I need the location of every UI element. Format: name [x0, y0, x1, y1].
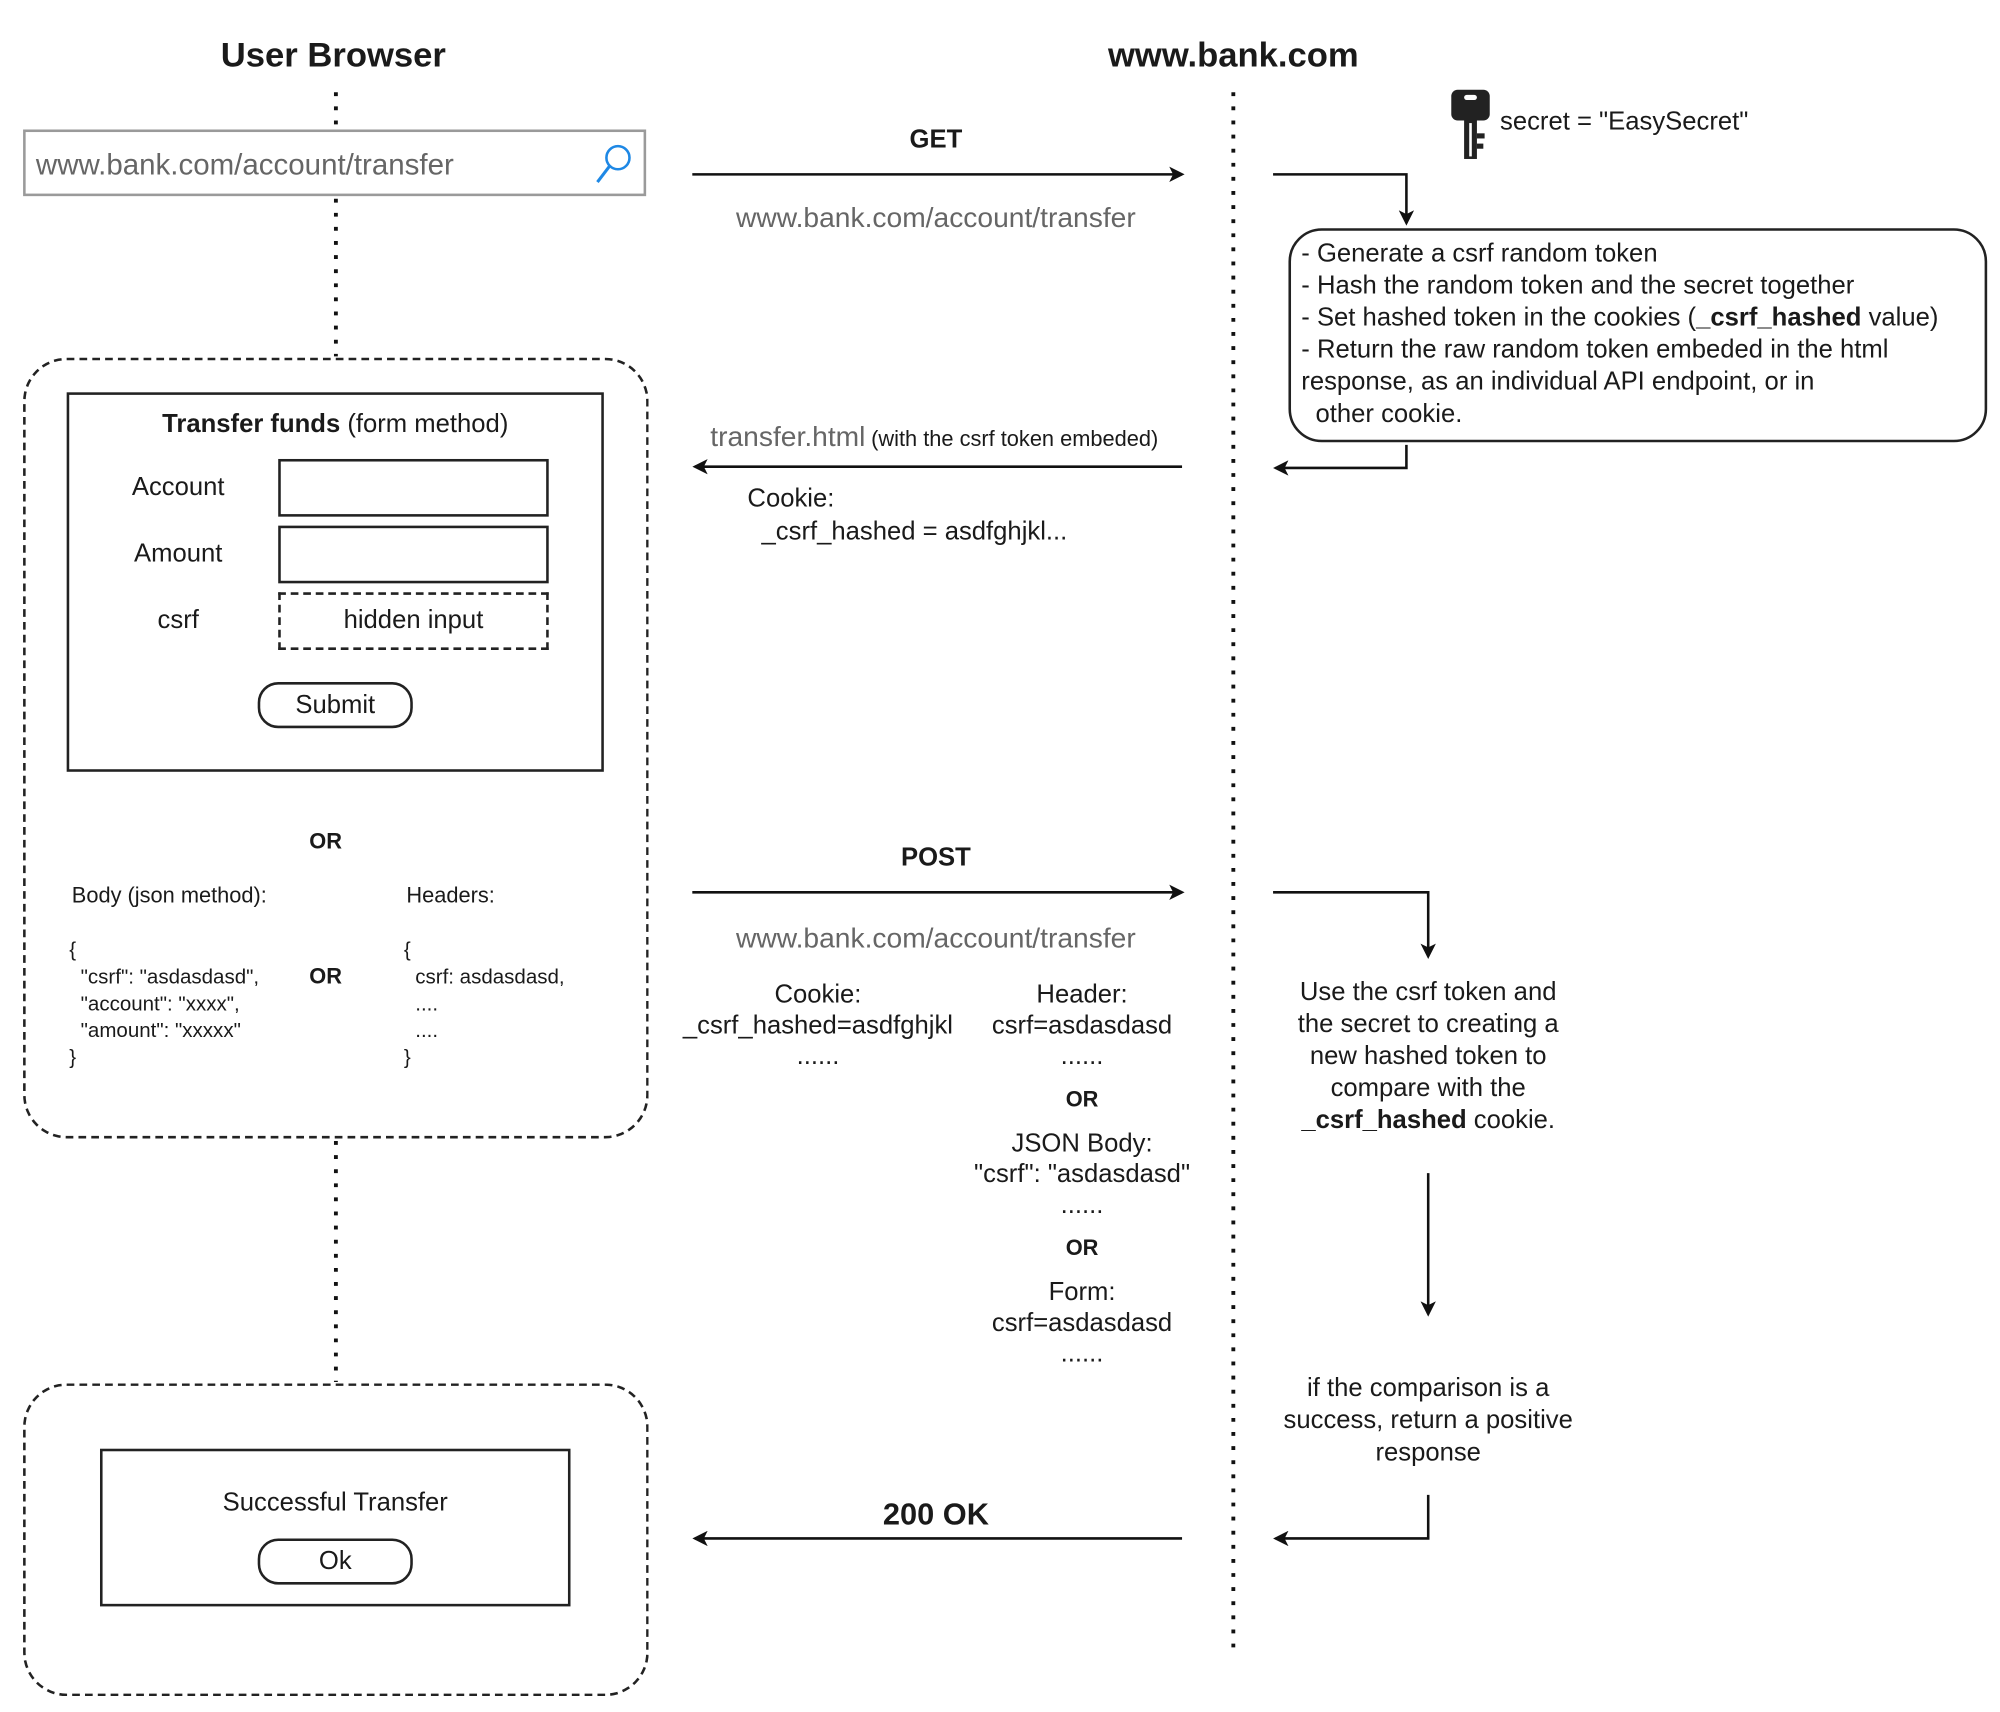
browser-address-bar[interactable]: www.bank.com/account/transfer — [23, 129, 647, 197]
or-separator: OR — [1065, 1235, 1099, 1261]
form-title: Transfer funds (form method) — [162, 410, 509, 439]
step-hash-token: - Hash the random token and the secret t… — [1301, 271, 1855, 300]
step-generate-token: - Generate a csrf random token — [1301, 239, 1658, 268]
key-icon — [1451, 89, 1490, 159]
post-cookie-block: Cookie: _csrf_hashed=asdfghjkl ...... — [671, 979, 966, 1071]
search-icon[interactable] — [595, 142, 633, 186]
to-generate-connector — [1273, 173, 1415, 226]
or-separator-top: OR — [309, 829, 342, 854]
header-option-value: csrf=asdasdasd — [991, 1011, 1173, 1040]
ok-button[interactable]: Ok — [257, 1538, 413, 1585]
result-step: if the comparison is a success, return a… — [1283, 1374, 1573, 1467]
success-page — [23, 1383, 649, 1697]
verify-step: Use the csrf token and the secret to cre… — [1297, 978, 1559, 1135]
address-bar-url: www.bank.com/account/transfer — [35, 147, 454, 181]
csrf-hidden-input: hidden input — [278, 592, 549, 650]
json-option-label: JSON Body: — [1011, 1129, 1153, 1158]
server-lane-title: www.bank.com — [1107, 35, 1359, 75]
response-cookie-label: Cookie: — [747, 484, 835, 513]
token-generation-steps: - Generate a csrf random token - Hash th… — [1288, 228, 1988, 443]
header-option-more: ...... — [1060, 1042, 1104, 1071]
post-cookie-label: Cookie: — [774, 980, 862, 1009]
or-separator: OR — [1065, 1087, 1099, 1112]
html-response-label: transfer.html (with the csrf token embed… — [710, 421, 1158, 454]
form-option-value: csrf=asdasdasd — [991, 1308, 1173, 1338]
to-verify-connector — [1273, 891, 1436, 959]
transfer-page — [23, 357, 649, 1139]
csrf-label: csrf — [157, 606, 199, 635]
post-url-label: www.bank.com/account/transfer — [736, 921, 1136, 954]
get-url-label: www.bank.com/account/transfer — [736, 201, 1136, 234]
step-return-token-end: other cookie. — [1301, 399, 1463, 429]
response-cookie-value: _csrf_hashed = asdfghjkl... — [761, 517, 1068, 547]
step-return-token: - Return the raw random token embeded in… — [1301, 335, 1889, 365]
amount-input[interactable] — [278, 525, 549, 584]
account-label: Account — [131, 473, 225, 502]
secret-value: secret = "EasySecret" — [1499, 107, 1749, 136]
headers-example: { csrf: asdasdasd, .... .... } — [403, 939, 565, 1070]
or-separator-middle: OR — [309, 964, 342, 989]
result-to-ok-connector — [1273, 1494, 1430, 1547]
post-cookie-more: ...... — [796, 1042, 840, 1071]
account-input[interactable] — [278, 458, 549, 517]
step-return-token-cont: response, as an individual API endpoint,… — [1301, 367, 1815, 397]
json-body-example: { "csrf": "asdasdasd", "account": "xxxx"… — [69, 939, 260, 1070]
get-method-label: GET — [909, 125, 963, 154]
success-message: Successful Transfer — [222, 1488, 448, 1517]
step-set-cookie: - Set hashed token in the cookies (_csrf… — [1301, 303, 1939, 333]
json-option-more: ...... — [1060, 1191, 1104, 1220]
post-cookie-value: _csrf_hashed=asdfghjkl — [682, 1011, 954, 1040]
form-option-more: ...... — [1060, 1339, 1104, 1368]
post-method-label: POST — [900, 843, 971, 872]
headers-label: Headers: — [406, 883, 495, 908]
json-body-label: Body (json method): — [71, 883, 267, 908]
submit-button[interactable]: Submit — [257, 682, 413, 729]
response-note: (with the csrf token embeded) — [871, 426, 1159, 452]
json-option-value: "csrf": "asdasdasd" — [974, 1160, 1191, 1189]
form-option-label: Form: — [1048, 1278, 1116, 1307]
ok-status-label: 200 OK — [882, 1497, 989, 1533]
amount-label: Amount — [134, 539, 223, 568]
from-generate-connector — [1273, 444, 1408, 476]
header-option-label: Header: — [1036, 980, 1128, 1009]
post-token-options: Header: csrf=asdasdasd ...... OR JSON Bo… — [954, 979, 1210, 1369]
client-lane-title: User Browser — [220, 35, 446, 75]
response-file: transfer.html — [710, 420, 866, 453]
